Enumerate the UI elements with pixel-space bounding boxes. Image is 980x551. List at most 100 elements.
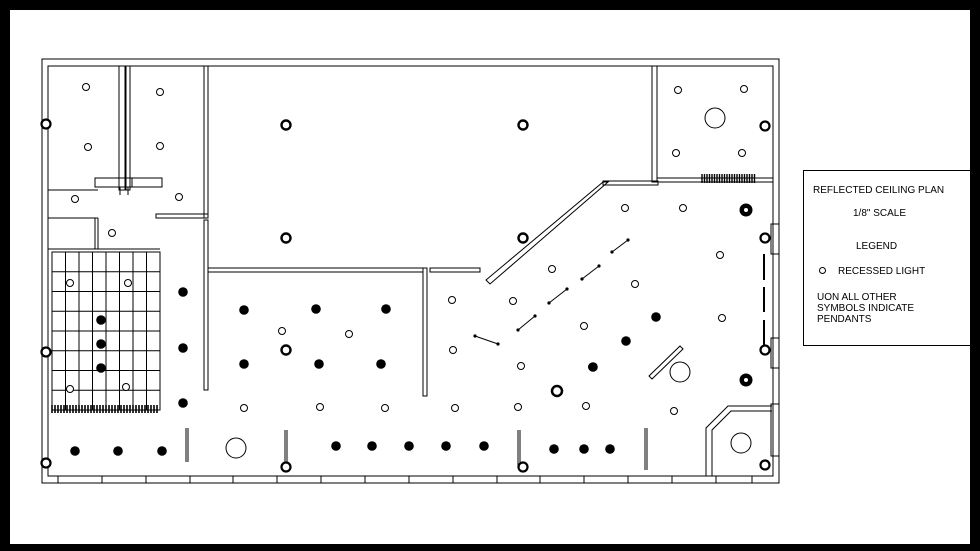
pendant-end: [580, 277, 584, 281]
recessed-light-icon: [672, 149, 680, 157]
wall-segment: [429, 267, 481, 273]
recessed-light-icon: [82, 83, 90, 91]
wall-light-icon: [759, 344, 771, 356]
pendant-light-icon: [157, 446, 167, 456]
recessed-light-icon: [124, 279, 132, 287]
ceiling-fan-icon: [669, 361, 691, 383]
large-recessed-light-icon: [280, 344, 292, 356]
pendant-light-icon: [96, 315, 106, 325]
recessed-light-icon: [679, 204, 687, 212]
recessed-light-icon: [670, 407, 678, 415]
recessed-light-icon: [316, 403, 324, 411]
wall-segment: [422, 267, 428, 397]
recessed-light-icon: [548, 265, 556, 273]
wall-segment: [47, 65, 774, 477]
recessed-light-icon: [449, 346, 457, 354]
wall-segment: [770, 223, 780, 255]
pendant-light-icon: [178, 343, 188, 353]
ceiling-fan-icon: [225, 437, 247, 459]
recessed-light-icon: [451, 404, 459, 412]
recessed-light-icon: [716, 251, 724, 259]
pendant-end: [597, 264, 601, 268]
recessed-light-icon: [448, 296, 456, 304]
recessed-light-icon: [517, 362, 525, 370]
wall-segment: [770, 403, 780, 457]
pendant-light-icon: [579, 444, 589, 454]
wall-light-icon: [280, 461, 292, 473]
pendant-end: [626, 238, 630, 242]
pendant-light-icon: [239, 305, 249, 315]
reflected-ceiling-floor-plan: [40, 58, 780, 484]
large-recessed-light-icon: [280, 119, 292, 131]
linear-pendant-icon: [611, 239, 629, 253]
pendant-light-icon: [381, 304, 391, 314]
pendant-light-icon: [178, 287, 188, 297]
legend-box: REFLECTED CEILING PLAN 1/8" SCALE LEGEND…: [803, 170, 971, 346]
recessed-light-icon: [278, 327, 286, 335]
pendant-light-icon: [376, 359, 386, 369]
hatch-strip: [51, 405, 158, 413]
recessed-light-icon: [122, 383, 130, 391]
pendant-light-icon: [96, 363, 106, 373]
pendant-light-icon: [314, 359, 324, 369]
wall-light-icon: [40, 457, 52, 469]
pendant-light-icon: [367, 441, 377, 451]
pendant-light-icon: [479, 441, 489, 451]
angled-wall: [711, 410, 772, 476]
recessed-light-icon: [621, 204, 629, 212]
recessed-light-icon: [156, 142, 164, 150]
recessed-light-icon: [580, 322, 588, 330]
wall-light-icon: [759, 232, 771, 244]
pendant-light-icon: [96, 339, 106, 349]
diagonal-partition: [648, 345, 684, 380]
ceiling-fan-icon: [704, 107, 726, 129]
pendant-light-icon: [178, 398, 188, 408]
pendant-center: [744, 208, 748, 212]
wall-segment: [118, 65, 126, 191]
plan-scale: 1/8" SCALE: [853, 208, 907, 219]
pendant-light-icon: [239, 359, 249, 369]
recessed-light-icon: [240, 404, 248, 412]
pendant-end: [533, 314, 537, 318]
wall-light-icon: [40, 118, 52, 130]
pendant-light-icon: [331, 441, 341, 451]
pendant-light-icon: [70, 446, 80, 456]
recessed-light-icon: [582, 402, 590, 410]
recessed-light-icon: [509, 297, 517, 305]
recessed-light-label: RECESSED LIGHT: [838, 266, 926, 277]
drawing-sheet: REFLECTED CEILING PLAN 1/8" SCALE LEGEND…: [10, 10, 971, 544]
pendant-center: [744, 378, 748, 382]
wall-segment: [155, 213, 209, 219]
pendant-light-icon: [311, 304, 321, 314]
recessed-light-icon: [71, 195, 79, 203]
linear-pendant-icon: [517, 315, 536, 331]
recessed-light-icon: [66, 279, 74, 287]
pendant-end: [496, 342, 500, 346]
ceiling-fan-icon: [730, 432, 752, 454]
recessed-light-icon: [66, 385, 74, 393]
recessed-light-icon: [674, 86, 682, 94]
recessed-light-icon: [175, 193, 183, 201]
recessed-light-icon: [718, 314, 726, 322]
wall-segment: [203, 65, 209, 219]
recessed-light-icon: [740, 85, 748, 93]
hatch-strip: [701, 174, 756, 183]
legend-heading: LEGEND: [856, 241, 898, 252]
pendant-light-icon: [113, 446, 123, 456]
linear-pendant-icon: [474, 335, 499, 345]
pendant-light-icon: [404, 441, 414, 451]
pendant-light-icon: [441, 441, 451, 451]
large-recessed-light-icon: [550, 384, 564, 398]
wall-light-icon: [40, 346, 52, 358]
recessed-light-icon: [738, 149, 746, 157]
pendant-end: [473, 334, 477, 338]
wall-segment: [770, 337, 780, 369]
plan-title: REFLECTED CEILING PLAN: [813, 185, 945, 196]
wall-segment: [602, 180, 659, 186]
diagonal-wall: [485, 181, 610, 285]
recessed-light-icon: [84, 143, 92, 151]
wall-segment: [207, 267, 424, 273]
wall-segment: [203, 219, 209, 391]
wall-light-icon: [759, 120, 771, 132]
pendant-light-icon: [605, 444, 615, 454]
